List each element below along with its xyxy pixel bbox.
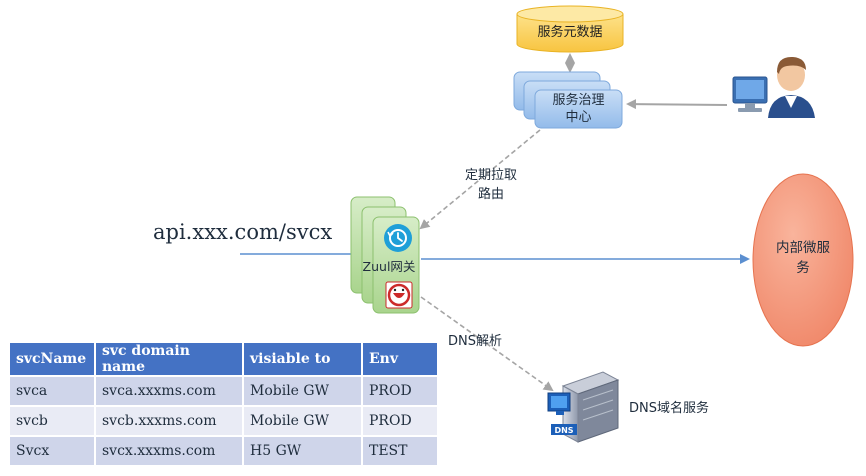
- header-domain: svc domain name: [95, 343, 244, 376]
- cell-domain: svcb.xxxms.com: [95, 405, 244, 436]
- pull-routes-line2: 路由: [477, 187, 504, 202]
- header-env: Env: [362, 343, 437, 376]
- internal-services-label: 内部微服 务: [753, 234, 853, 282]
- dns-service-label: DNS域名服务: [629, 401, 709, 416]
- zuul-gateway-label: Zuul网关: [362, 258, 416, 274]
- cell-visible-to: Mobile GW: [243, 405, 363, 436]
- table-row: svcb svcb.xxxms.com Mobile GW PROD: [10, 405, 437, 436]
- cell-env: TEST: [362, 435, 437, 465]
- service-routing-table: svcName svc domain name visiable to Env …: [10, 343, 437, 465]
- dns-resolve-label: DNS解析: [448, 334, 502, 349]
- dns-resolve-arrow: [420, 296, 554, 392]
- table-row: svca svca.xxxms.com Mobile GW PROD: [10, 375, 437, 406]
- internal-services-line1: 内部微服: [776, 240, 830, 256]
- user-computer-icon: [732, 56, 815, 118]
- cell-visible-to: H5 GW: [243, 435, 363, 465]
- cell-visible-to: Mobile GW: [243, 375, 363, 406]
- governance-center-label: 服务治理 中心: [535, 90, 622, 128]
- cell-env: PROD: [362, 405, 437, 436]
- pull-routes-arrow: [419, 129, 541, 230]
- metadata-database: [516, 5, 624, 53]
- internal-microservices-node: [752, 173, 854, 347]
- governance-label-line1: 服务治理: [552, 93, 605, 108]
- governance-center-stack: [513, 71, 623, 129]
- pull-routes-label: 定期拉取 路由: [446, 166, 536, 204]
- governance-label-line2: 中心: [565, 110, 592, 125]
- cell-svcname: svca: [10, 375, 96, 406]
- table-row: Svcx svcx.xxxms.com H5 GW TEST: [10, 435, 437, 465]
- cell-domain: svcx.xxxms.com: [95, 435, 244, 465]
- cell-env: PROD: [362, 375, 437, 406]
- internal-services-line2: 务: [796, 260, 810, 276]
- header-visible-to: visiable to: [243, 343, 363, 376]
- dns-badge-text: DNS: [554, 426, 573, 435]
- devil-face-icon: [385, 281, 413, 309]
- metadata-db-label: 服务元数据: [537, 24, 603, 40]
- api-endpoint-label: api.xxx.com/svcx: [153, 220, 333, 244]
- cell-svcname: svcb: [10, 405, 96, 436]
- header-svcname: svcName: [10, 343, 96, 376]
- cell-svcname: Svcx: [10, 435, 96, 465]
- cell-domain: svca.xxxms.com: [95, 375, 244, 406]
- table-header-row: svcName svc domain name visiable to Env: [10, 343, 437, 376]
- user-to-governance-arrow: [626, 99, 728, 110]
- dns-server-icon: DNS: [547, 371, 620, 443]
- history-clock-icon: [384, 224, 412, 252]
- pull-routes-line1: 定期拉取: [464, 168, 517, 183]
